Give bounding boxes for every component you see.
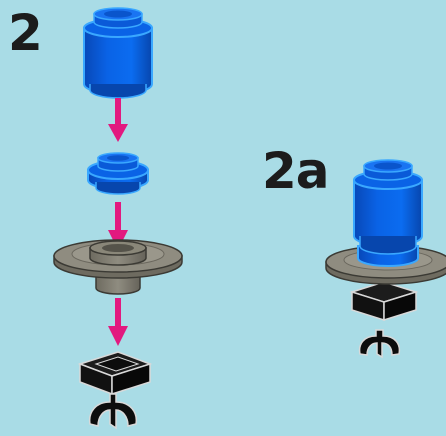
round-plate-part [87,152,149,195]
arrow-1-icon [108,98,128,142]
round-dish-part [53,239,183,295]
arrow-3-icon [108,298,128,346]
clip-plate-part [77,351,153,430]
step-number-2: 2 [8,4,43,62]
round-brick-part [83,7,153,99]
step-number-2a: 2a [262,142,330,200]
assembled-part [325,159,446,359]
